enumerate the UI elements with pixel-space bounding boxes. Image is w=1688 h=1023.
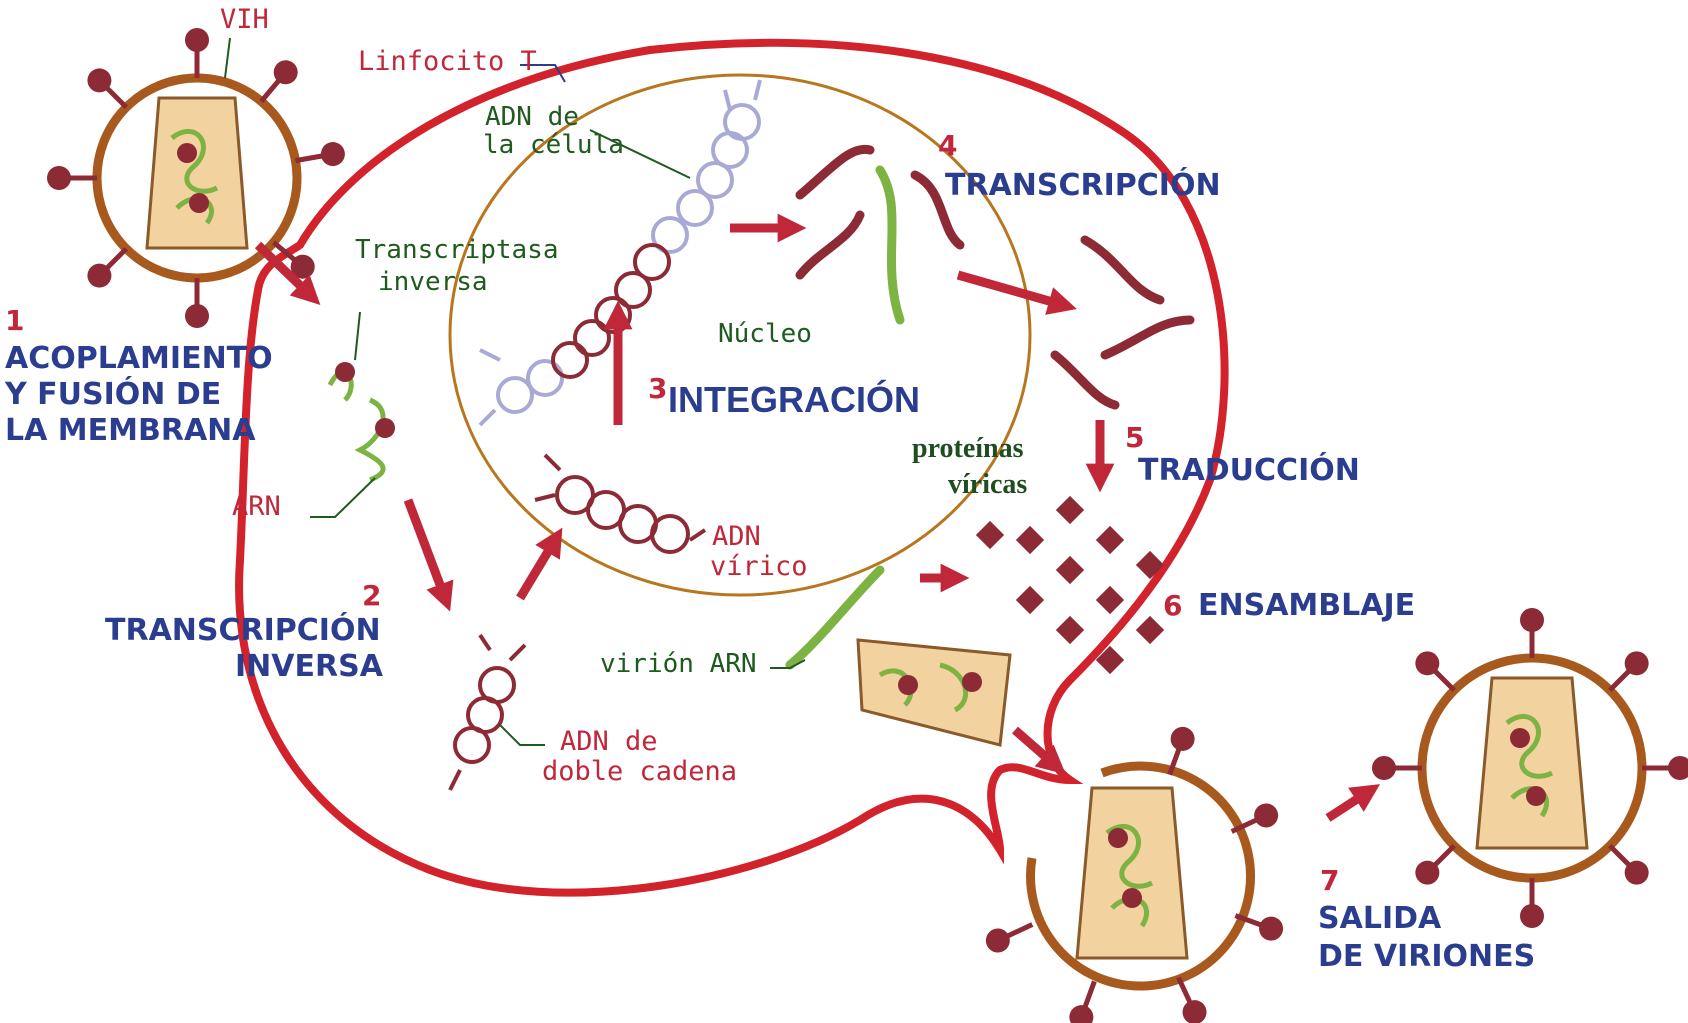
- label-adn-virico-2: vírico: [710, 551, 808, 582]
- viral-proteins: [975, 495, 1165, 675]
- label-proteinas-2: víricas: [948, 469, 1027, 500]
- label-transcriptasa-2: inversa: [378, 267, 488, 297]
- leader-lines: [224, 37, 806, 746]
- step-2-number: 2: [362, 579, 381, 612]
- capsid-assembly: [856, 638, 1012, 747]
- label-arn: ARN: [232, 491, 281, 522]
- label-virion-arn: virión ARN: [600, 649, 757, 679]
- integrated-viral-dna: [551, 243, 671, 379]
- virus-budding: [982, 724, 1287, 1023]
- step-6-number: 6: [1163, 589, 1182, 622]
- virus-released: [1372, 608, 1688, 928]
- step-2-line-2: INVERSA: [235, 649, 384, 684]
- label-vih: VIH: [220, 4, 269, 35]
- cell-membrane: [235, 38, 1229, 897]
- step-7-number: 7: [1320, 864, 1339, 897]
- step-2-line-1: TRANSCRIPCIÓN: [105, 611, 381, 648]
- virus-entering: [47, 28, 347, 328]
- step-1-number: 1: [5, 304, 24, 337]
- step-3-line-1: INTEGRACIÓN: [668, 378, 920, 420]
- step-4-number: 4: [938, 129, 957, 162]
- step-7-line-1: SALIDA: [1318, 901, 1442, 936]
- step-4-line-1: TRANSCRIPCIÓN: [945, 166, 1221, 203]
- label-linfocito: Linfocito T: [358, 46, 537, 77]
- step-1-line-2: Y FUSIÓN DE: [4, 375, 221, 412]
- step-1-line-1: ACOPLAMIENTO: [5, 341, 273, 376]
- label-adn-celula-1: ADN de: [485, 102, 579, 132]
- step-5-number: 5: [1125, 421, 1144, 454]
- process-arrows: [254, 213, 1381, 822]
- label-transcriptasa-1: Transcriptasa: [355, 235, 559, 265]
- step-3-number: 3: [648, 372, 667, 405]
- step-5-line-1: TRADUCCIÓN: [1138, 451, 1360, 488]
- step-1-line-3: LA MEMBRANA: [5, 413, 256, 448]
- label-adn-celula-2: la célula: [483, 130, 624, 160]
- label-nucleo: Núcleo: [718, 319, 812, 349]
- label-proteinas-1: proteínas: [912, 433, 1024, 464]
- label-adn-virico-1: ADN: [712, 521, 761, 552]
- step-6-line-1: ENSAMBLAJE: [1198, 588, 1415, 623]
- host-dna-helix: [478, 79, 762, 427]
- nucleus: [448, 73, 1032, 597]
- label-adn-doble-2: doble cadena: [542, 756, 737, 787]
- mrna-transcripts: [785, 144, 1195, 670]
- viral-rna-fragments: [327, 362, 395, 483]
- viral-dna: [534, 453, 707, 554]
- label-adn-doble-1: ADN de: [560, 726, 658, 757]
- step-7-line-2: DE VIRIONES: [1318, 939, 1535, 974]
- double-strand-dna: [448, 633, 527, 791]
